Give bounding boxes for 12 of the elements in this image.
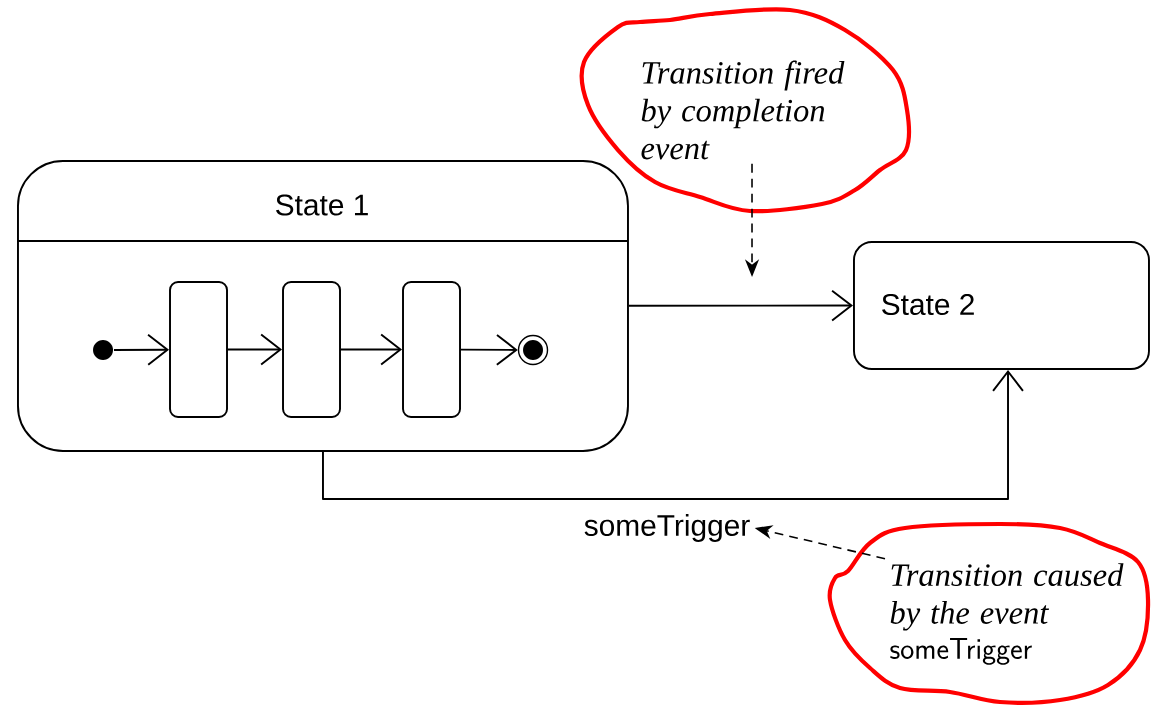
callout-cloud: Transition fired by completion event — [579, 7, 912, 214]
transition-arrow — [628, 289, 853, 322]
callout-cloud: Transition caused by the event someTrigger — [827, 521, 1151, 705]
substate-box — [282, 281, 341, 418]
transition-label: someTrigger — [584, 514, 750, 542]
transition-arrow — [322, 369, 1024, 500]
substate-box — [169, 281, 228, 418]
substate-box — [402, 281, 461, 418]
initial-state-dot — [93, 340, 113, 360]
final-state-symbol — [517, 334, 549, 366]
composite-state-box: State 1 — [16, 160, 629, 452]
state-box: State 2 — [853, 241, 1150, 370]
